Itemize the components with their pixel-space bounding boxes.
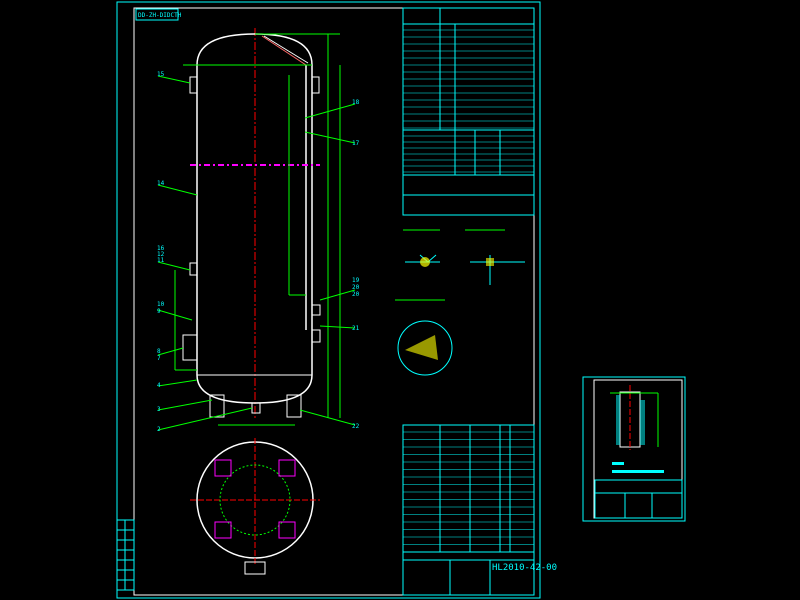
nozzle-16 (311, 76, 320, 94)
inner-frame (133, 7, 535, 596)
support-leg-left (209, 394, 225, 418)
part-label: 21 (352, 325, 360, 332)
header-code-box (135, 8, 179, 21)
part-label: 18 (352, 99, 360, 106)
parts-rows (403, 431, 534, 545)
dimension-lines (174, 33, 341, 426)
part-label: 3 (157, 406, 161, 413)
vessel-plan-view (190, 438, 320, 575)
part-label: 2 (157, 426, 161, 433)
table-rows (403, 29, 534, 173)
part-label: 20 (352, 291, 360, 298)
revision-strip (116, 519, 135, 591)
drawing-number: HL2010-42-00 (492, 563, 557, 573)
part-label: 22 (352, 423, 360, 430)
leader-lines (157, 75, 356, 431)
outer-frame (116, 1, 541, 599)
detail-views (395, 229, 525, 376)
part-label: 17 (352, 140, 360, 147)
part-label: 14 (157, 180, 165, 187)
part-label: 7 (157, 355, 161, 362)
manhole (182, 334, 198, 361)
part-label: 20 (352, 284, 360, 291)
part-label: 12 (157, 251, 165, 258)
parts-list (402, 424, 535, 596)
part-label: 10 (157, 301, 165, 308)
vessel-elevation: 15 14 16 12 11 10 9 8 7 4 3 2 18 17 19 2… (157, 28, 360, 433)
part-label: 4 (157, 382, 161, 389)
detail-sheet (582, 376, 686, 522)
nozzle-12 (189, 262, 198, 276)
part-label: 8 (157, 348, 161, 355)
part-label: 9 (157, 308, 161, 315)
part-label: 11 (157, 257, 165, 264)
drain-nozzle (251, 402, 261, 414)
support-pads (214, 459, 296, 539)
vessel-shell (196, 33, 313, 404)
header-code: DD-ZH-DIDCTH (138, 12, 182, 19)
support-leg-right (286, 394, 302, 418)
part-label: 19 (352, 277, 360, 284)
nozzle-15 (189, 76, 198, 94)
part-label: 15 (157, 71, 165, 78)
part-label: 16 (157, 245, 165, 252)
technical-data-table (402, 7, 535, 216)
inlet-pipe (261, 35, 307, 66)
